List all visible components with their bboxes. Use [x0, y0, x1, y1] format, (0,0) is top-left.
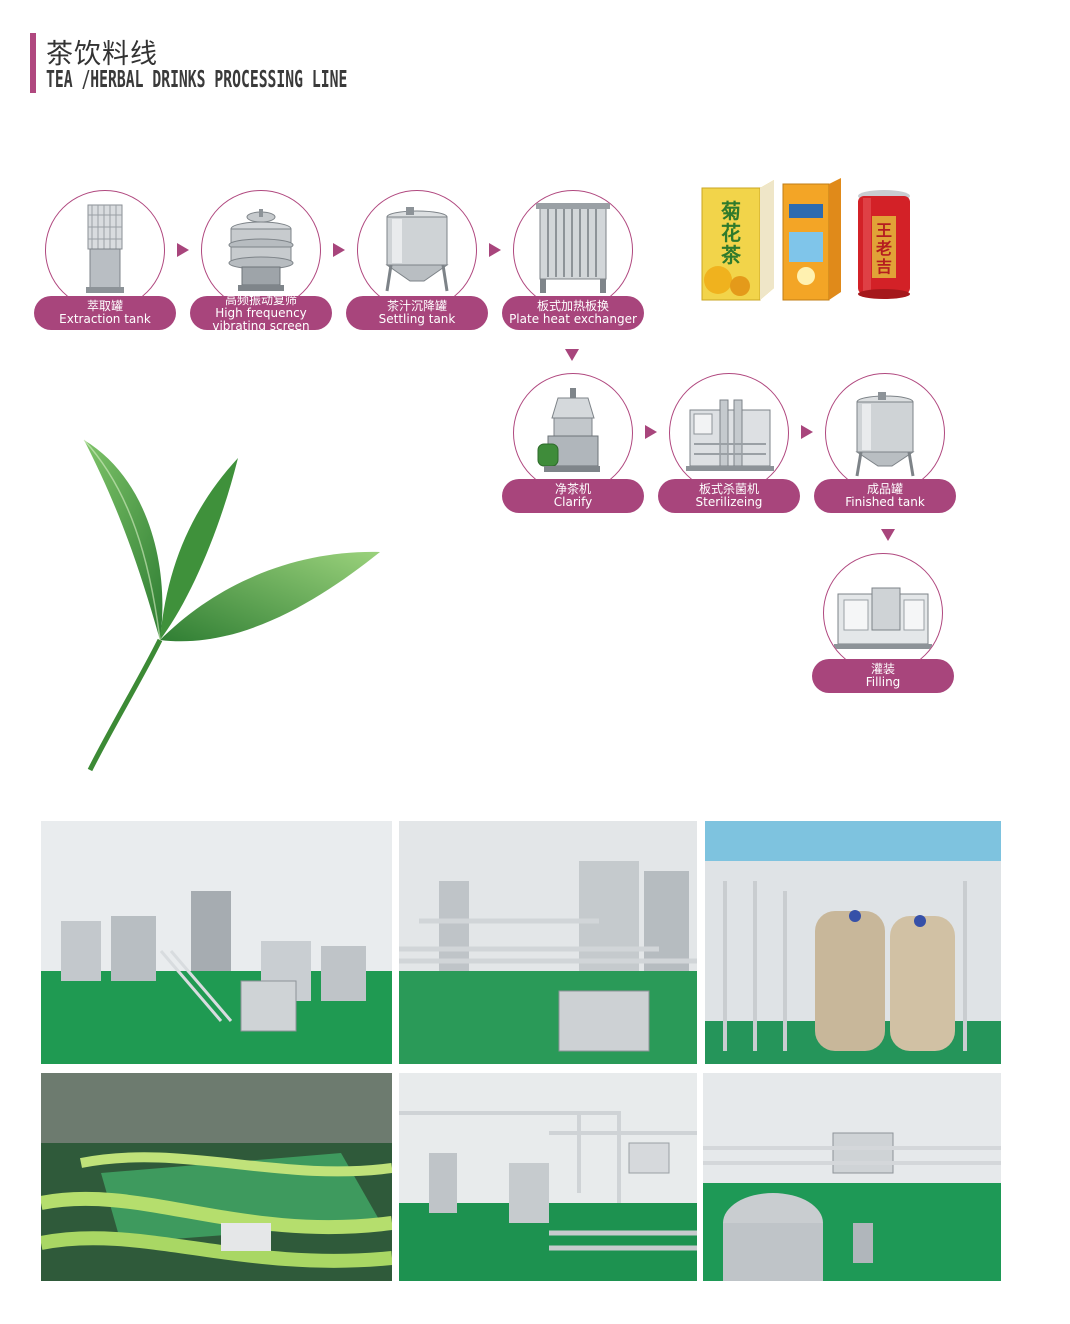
flow-arrow-down	[881, 529, 895, 541]
process-step-vibrating-screen: 高频振动复筛 High frequency vibrating screen	[190, 190, 334, 336]
step-label-en: Settling tank	[378, 312, 456, 326]
filling-machine-icon	[823, 553, 943, 673]
step-label-en: High frequency	[215, 305, 307, 320]
step-label: 净茶机 Clarify	[502, 479, 644, 513]
step-label: 高频振动复筛 High frequency vibrating screen	[190, 296, 332, 330]
vibrating-screen-icon	[201, 190, 321, 310]
sterilizer-icon	[669, 373, 789, 493]
svg-text:花: 花	[721, 221, 741, 245]
svg-text:老: 老	[875, 239, 892, 258]
step-label-en: Finished tank	[845, 495, 925, 509]
process-step-sterilizer: 板式杀菌机 Sterilizeing	[658, 373, 802, 519]
factory-photo-6	[703, 1073, 1001, 1281]
step-label-cn: 茶汁沉降罐	[386, 299, 447, 313]
step-label-en: Filling	[865, 675, 901, 689]
clarifier-icon	[513, 373, 633, 493]
settling-tank-icon	[357, 190, 477, 310]
step-label-cn: 萃取罐	[86, 299, 123, 313]
step-label-en: vibrating screen	[212, 318, 310, 330]
flow-arrow-down	[565, 349, 579, 361]
step-label-en: Extraction tank	[59, 312, 151, 326]
process-step-filling: 灌装 Filling	[812, 553, 956, 699]
page-title-en: TEA /HERBAL DRINKS PROCESSING LINE	[46, 67, 348, 93]
factory-photo-2	[399, 821, 697, 1064]
page-title-cn: 茶饮料线	[46, 39, 158, 70]
flow-arrow-right	[333, 243, 345, 257]
step-label-en: Plate heat exchanger	[509, 312, 637, 326]
factory-photo-1	[41, 821, 392, 1064]
finished-tank-icon	[825, 373, 945, 493]
step-label: 灌装 Filling	[812, 659, 954, 693]
svg-text:菊: 菊	[721, 199, 741, 223]
product-drink-carton	[781, 176, 843, 302]
process-step-extraction-tank: 萃取罐 Extraction tank	[34, 190, 178, 336]
step-label: 板式杀菌机 Sterilizeing	[658, 479, 800, 513]
product-drink-box: 菊 花 茶	[696, 176, 776, 302]
flow-arrow-right	[489, 243, 501, 257]
step-label-en: Sterilizeing	[695, 495, 763, 509]
title-accent-bar	[30, 33, 36, 93]
process-step-finished-tank: 成品罐 Finished tank	[814, 373, 958, 519]
step-label-cn: 净茶机	[554, 482, 591, 496]
svg-text:王: 王	[876, 221, 892, 240]
step-label-cn: 板式杀菌机	[698, 482, 759, 496]
tea-leaf-illustration	[70, 430, 390, 780]
process-step-clarifier: 净茶机 Clarify	[502, 373, 646, 519]
step-label: 成品罐 Finished tank	[814, 479, 956, 513]
svg-text:茶: 茶	[721, 243, 742, 267]
factory-photo-3	[705, 821, 1001, 1064]
step-label-en: Clarify	[553, 495, 593, 509]
flow-arrow-right	[801, 425, 813, 439]
step-label: 板式加热板换 Plate heat exchanger	[502, 296, 644, 330]
svg-text:吉: 吉	[876, 257, 892, 276]
step-label-cn: 板式加热板换	[536, 299, 609, 313]
factory-photo-5	[399, 1073, 697, 1281]
step-label: 萃取罐 Extraction tank	[34, 296, 176, 330]
step-label-cn: 成品罐	[866, 482, 903, 496]
flow-arrow-right	[177, 243, 189, 257]
process-step-settling-tank: 茶汁沉降罐 Settling tank	[346, 190, 490, 336]
flow-arrow-right	[645, 425, 657, 439]
step-label-cn: 灌装	[870, 662, 895, 676]
process-step-plate-heat-exchanger: 板式加热板换 Plate heat exchanger	[502, 190, 646, 336]
product-drink-can: 王 老 吉	[853, 188, 915, 302]
extraction-tank-icon	[45, 190, 165, 310]
plate-heat-exchanger-icon	[513, 190, 633, 310]
step-label-cn: 高频振动复筛	[224, 296, 297, 307]
factory-photo-4	[41, 1073, 392, 1281]
step-label: 茶汁沉降罐 Settling tank	[346, 296, 488, 330]
